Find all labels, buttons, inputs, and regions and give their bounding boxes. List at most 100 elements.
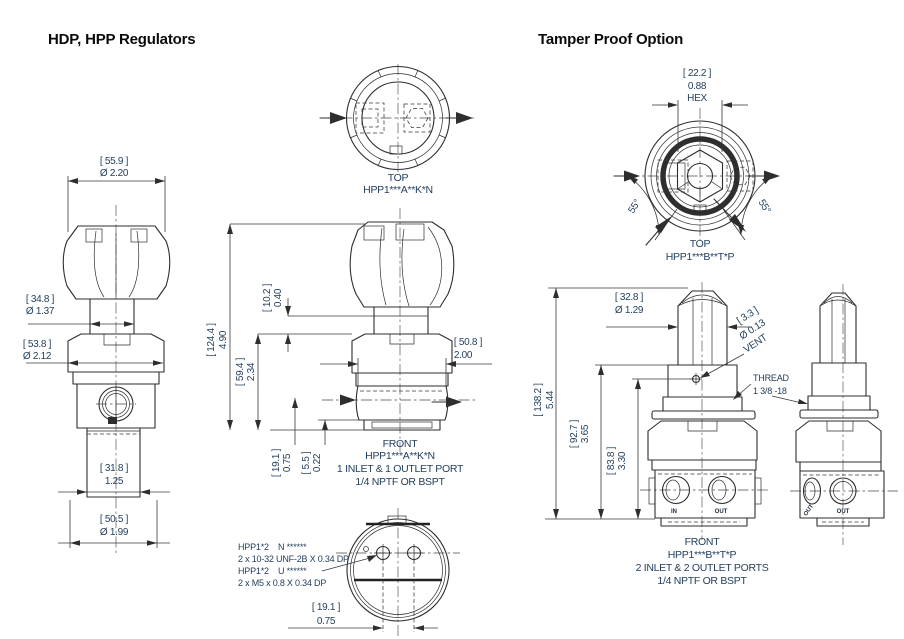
flow-arrow-lower-left <box>655 216 672 233</box>
dim-vent-c-mm: [ 83.8 ] <box>606 446 617 475</box>
dim-knob-od-in: Ø 2.20 <box>100 168 129 179</box>
cylinder <box>667 364 738 398</box>
knob-outline <box>349 221 455 308</box>
cylinder <box>811 362 867 397</box>
dim-height-in: 5.44 <box>545 390 556 409</box>
inlet-flow-arrow <box>340 394 356 406</box>
body <box>76 383 156 429</box>
dim-hole-span-in: 0.75 <box>317 616 336 627</box>
dim-stem-od-mm: [ 32.8 ] <box>615 292 644 303</box>
knob-outline <box>62 225 171 300</box>
neck <box>89 298 135 335</box>
dim-hole-span-mm: [ 19.1 ] <box>312 602 341 613</box>
bottom-callout-line2: 2 x 10-32 UNF-2B X 0.34 DP <box>238 554 349 564</box>
dim-knob-od-mm: [ 55.9 ] <box>100 156 129 167</box>
dim-vent-h-mm: [ 5.5 ] <box>301 451 312 474</box>
hdp-top-model: HPP1***A**K*N <box>363 184 433 196</box>
outlet-flow-arrow <box>456 112 473 124</box>
dim-height-mm: [ 138.2 ] <box>533 383 544 417</box>
knurl-ring <box>355 372 449 387</box>
hdp-side-view <box>62 205 171 555</box>
dim-hex-mm: [ 22.2 ] <box>683 68 712 79</box>
right-section-title: Tamper Proof Option <box>538 31 683 48</box>
tamper-front-model: HPP1***B**T*P <box>668 549 737 561</box>
dim-body-od-in: 2.00 <box>454 350 473 361</box>
hdp-top-view: TOP HPP1***A**K*N <box>319 64 474 196</box>
base-outer-circle <box>346 518 450 622</box>
dim-stem-od-in: Ø 1.29 <box>615 305 644 316</box>
hdp-front-ports-note: 1 INLET & 1 OUTLET PORT <box>337 463 464 475</box>
side-port <box>802 477 822 505</box>
thread-section <box>807 395 871 411</box>
foot <box>816 517 870 527</box>
dim-height-in: 4.90 <box>218 330 229 349</box>
front-port <box>829 477 857 505</box>
thread-callout-size: 1 3/8 -18 <box>753 386 787 396</box>
bonnet <box>351 333 453 374</box>
dim-base-od-in: Ø 1.99 <box>100 527 129 538</box>
washer <box>799 409 879 419</box>
hdp-top-label: TOP <box>388 172 409 184</box>
dim-body-w-in: 1.25 <box>105 476 124 487</box>
body <box>355 385 449 421</box>
dim-vent-c-in: 3.30 <box>617 451 628 470</box>
dim-port-h-in: 0.75 <box>282 453 293 472</box>
tamper-front-ports-note: 2 INLET & 2 OUTLET PORTS <box>636 562 769 574</box>
outlet-flow-arrow <box>446 396 462 408</box>
tamper-side-view: OUT OUT <box>790 284 898 545</box>
inlet-flow-arrow <box>330 112 347 124</box>
tamper-front-thread-note: 1/4 NPTF OR BSPT <box>657 575 747 587</box>
tamper-front-label: FRONT <box>685 536 721 548</box>
dim-hex-note: HEX <box>687 93 707 104</box>
dim-base-od-mm: [ 50.5 ] <box>100 514 129 525</box>
left-section-title: HDP, HPP Regulators <box>48 31 195 48</box>
port-in-label: IN <box>671 509 677 515</box>
bonnet <box>795 420 882 463</box>
dim-bonnet-od-mm: [ 53.8 ] <box>23 339 52 350</box>
bottom-callout-line1: HPP1*2 N ****** <box>238 542 307 552</box>
hdp-front-label: FRONT <box>383 438 419 450</box>
dim-bonnet-od-in: Ø 2.12 <box>23 351 52 362</box>
hex-stem <box>677 305 728 366</box>
dim-neck-od-mm: [ 34.8 ] <box>26 294 55 305</box>
dim-vent-h-in: 0.22 <box>312 453 323 472</box>
tamper-top-view: 55° 55° [ 22.2 ] 0.88 HEX TOP HPP1***B**… <box>613 68 780 263</box>
angle-left-label: 55° <box>626 197 643 215</box>
port-out-label: OUT <box>715 509 728 515</box>
hdp-front-view: FRONT HPP1***A**K*N 1 INLET & 1 OUTLET P… <box>322 208 478 488</box>
bonnet <box>67 333 165 373</box>
hdp-side-dimensions: [ 55.9 ] Ø 2.20 [ 34.8 ] Ø 1.37 [ 53.8 ]… <box>23 156 170 548</box>
hdp-bottom-view: [ 19.1 ] 0.75 HPP1*2 N ****** 2 x 10-32 … <box>238 508 460 638</box>
bonnet <box>647 420 758 461</box>
dim-height-mm: [ 124.4 ] <box>206 323 217 357</box>
side-port-label: OUT <box>803 503 815 517</box>
front-port-label: OUT <box>837 509 850 515</box>
lock-ring <box>651 459 757 471</box>
dim-neck-od-in: Ø 1.37 <box>26 306 55 317</box>
tamper-top-label: TOP <box>690 238 711 250</box>
tamper-front-view: IN OUT FRONT HPP1***B**T*P 2 INLET & 2 O… <box>636 282 770 587</box>
washer <box>651 410 756 420</box>
bottom-callout-line4: 2 x M5 x 0.8 X 0.34 DP <box>238 578 326 588</box>
dim-body-od-mm: [ 50.8 ] <box>454 337 483 348</box>
outlet-port <box>707 475 737 505</box>
hex-stem <box>819 305 857 364</box>
dim-bonnet-h-in: 2.34 <box>246 362 257 381</box>
dim-port-h-mm: [ 19.1 ] <box>271 448 282 477</box>
thread-callout-label: THREAD <box>753 373 790 383</box>
dim-cyl-h-mm: [ 92.7 ] <box>569 419 580 448</box>
inlet-port <box>661 475 691 505</box>
foot <box>660 517 748 527</box>
hdp-front-model: HPP1***A**K*N <box>365 450 435 462</box>
dim-cyl-h-in: 3.65 <box>580 424 591 443</box>
dim-neck-h-in: 0.40 <box>273 288 284 307</box>
thread-section <box>662 396 743 412</box>
angle-right-label: 55° <box>756 198 773 216</box>
tamper-front-dimensions: [ 138.2 ] 5.44 [ 92.7 ] 3.65 [ 83.8 ] 3.… <box>533 287 808 520</box>
set-screw <box>108 417 117 424</box>
hdp-front-dimensions: [ 124.4 ] 4.90 [ 59.4 ] 2.34 [ 10.2 ] 0.… <box>206 223 492 477</box>
dim-hex-in: 0.88 <box>688 81 707 92</box>
body <box>654 469 756 519</box>
